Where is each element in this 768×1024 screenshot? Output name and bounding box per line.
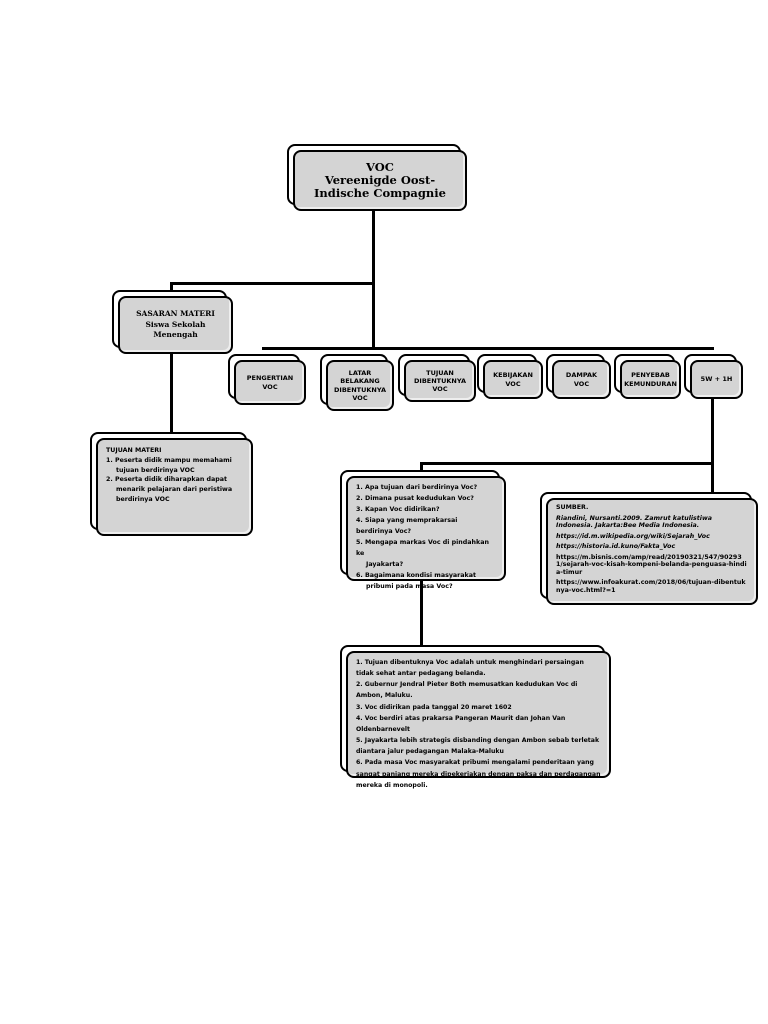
sources-node: SUMBER. Riandini, Nursanti.2009. Zamrut … (540, 492, 758, 605)
question-item: 4. Siapa yang memprakarsai berdirinya Vo… (356, 517, 458, 536)
topic-pengertian: PENGERTIAN VOC (228, 354, 306, 405)
topic-5w1h: 5W + 1H (684, 354, 743, 399)
objective-item: tujuan berdirinya VOC (116, 466, 195, 474)
answer-item: 6. Pada masa Voc masyarakat pribumi meng… (356, 759, 601, 789)
target-title: SASARAN MATERI (136, 309, 215, 319)
target-node: SASARAN MATERI Siswa Sekolah Menengah (112, 290, 233, 354)
answer-item: 5. Jayakarta lebih strategis disbanding … (356, 737, 600, 756)
connector (170, 282, 374, 285)
question-item: 6. Bagaimana kondisi masyarakat (356, 572, 476, 580)
questions-node: 1. Apa tujuan dari berdirinya Voc? 2. Di… (340, 470, 506, 590)
objective-item: 1. Peserta didik mampu memahami (106, 456, 232, 464)
topic-kebijakan: KEBIJAKAN VOC (477, 354, 543, 399)
objectives-title: TUJUAN MATERI (106, 447, 162, 454)
question-item: pribumi pada masa Voc? (366, 583, 453, 591)
source-item: Riandini, Nursanti.2009. Zamrut katulist… (556, 514, 713, 530)
connector (420, 578, 423, 646)
answer-item: 3. Voc didirikan pada tanggal 20 maret 1… (356, 703, 512, 711)
objective-item: menarik pelajaran dari peristiwa (116, 486, 233, 493)
question-item: 1. Apa tujuan dari berdirinya Voc? (356, 484, 478, 491)
topic-penyebab: PENYEBAB KEMUNDURAN (614, 354, 681, 399)
source-link: https://id.m.wikipedia.org/wiki/Sejarah_… (556, 532, 710, 540)
target-subtitle: Siswa Sekolah Menengah (145, 319, 206, 340)
question-item: 5. Mengapa markas Voc di pindahkan ke (356, 539, 489, 558)
connector (711, 395, 714, 495)
topic-latar-belakang: LATAR BELAKANG DIBENTUKNYA VOC (320, 354, 394, 411)
source-link: https://www.infoakurat.com/2018/06/tujua… (556, 579, 746, 594)
connector (420, 462, 423, 476)
objective-item: 2. Peserta didik diharapkan dapat (106, 476, 228, 484)
answer-item: 1. Tujuan dibentuknya Voc adalah untuk m… (356, 659, 584, 678)
root-title: VOC (366, 159, 394, 174)
objective-item: berdirinya VOC (116, 495, 170, 503)
question-item: 3. Kapan Voc didirikan? (356, 506, 440, 514)
connector (420, 462, 713, 465)
topic-tujuan: TUJUAN DIBENTUKNYA VOC (398, 354, 476, 402)
objectives-node: TUJUAN MATERI 1. Peserta didik mampu mem… (90, 432, 253, 536)
source-link: https://m.bisnis.com/amp/read/20190321/5… (556, 553, 747, 576)
root-node: VOC Vereenigde Oost-Indische Compagnie (287, 144, 467, 211)
connector (262, 347, 714, 350)
source-link: https://historia.id.kuno/Fakta_Voc (556, 543, 676, 551)
answer-item: 2. Gubernur Jendral Pieter Both memusatk… (356, 681, 578, 700)
answer-item: 4. Voc berdiri atas prakarsa Pangeran Ma… (356, 714, 566, 733)
question-item: 2. Dimana pusat kedudukan Voc? (356, 495, 474, 503)
question-item: Jayakarta? (366, 561, 404, 569)
root-subtitle: Vereenigde Oost-Indische Compagnie (314, 172, 446, 201)
connector (170, 282, 173, 432)
sources-title: SUMBER. (556, 504, 589, 511)
connector (372, 210, 375, 350)
topic-dampak: DAMPAK VOC (546, 354, 611, 399)
answers-node: 1. Tujuan dibentuknya Voc adalah untuk m… (340, 645, 611, 789)
